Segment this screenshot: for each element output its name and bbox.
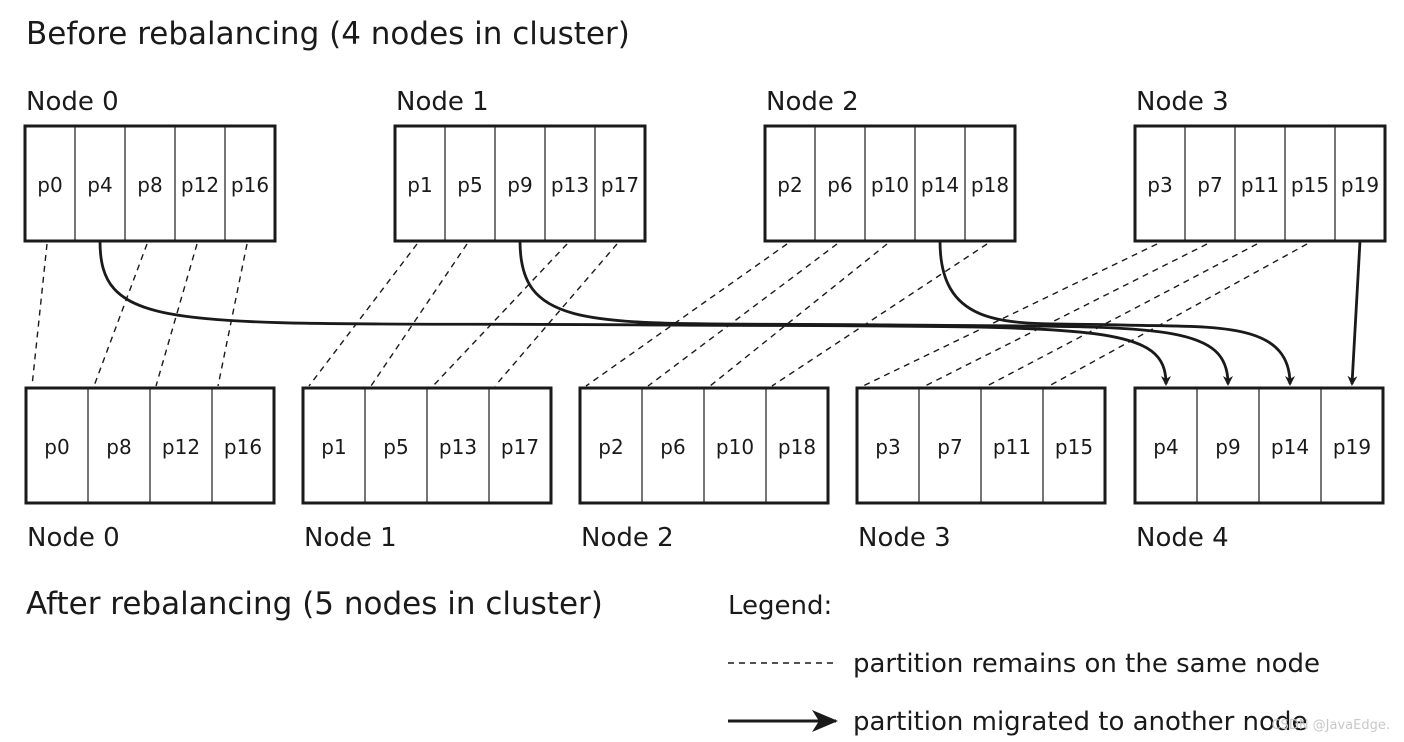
partition-cell: p19 <box>1333 435 1371 459</box>
before-node-2: Node 2 p2 p6 p10 p14 p18 <box>763 87 1017 243</box>
after-title: After rebalancing (5 nodes in cluster) <box>26 586 603 622</box>
partition-cell: p4 <box>87 173 112 197</box>
partition-cell: p7 <box>937 435 962 459</box>
partition-cell: p1 <box>407 173 432 197</box>
legend-migrated-text: partition migrated to another node <box>853 707 1307 737</box>
partition-cell: p13 <box>439 435 477 459</box>
node-box <box>1133 124 1387 243</box>
link-migrated <box>1347 240 1362 386</box>
partition-cell: p6 <box>827 173 852 197</box>
link-migrated <box>518 240 1233 386</box>
partition-cell: p9 <box>1215 435 1240 459</box>
partition-cell: p13 <box>551 173 589 197</box>
partition-cell: p8 <box>137 173 162 197</box>
partition-cell: p7 <box>1197 173 1222 197</box>
before-node-label: Node 1 <box>396 87 489 117</box>
link-migrated <box>938 240 1295 386</box>
partition-cell: p11 <box>1241 173 1279 197</box>
link-remains <box>771 243 988 387</box>
partition-cell: p1 <box>321 435 346 459</box>
partition-cell: p15 <box>1291 173 1329 197</box>
partition-cell: p0 <box>37 173 62 197</box>
partition-cell: p4 <box>1153 435 1178 459</box>
partition-cell: p16 <box>224 435 262 459</box>
link-remains <box>986 243 1258 387</box>
before-title: Before rebalancing (4 nodes in cluster) <box>26 16 630 52</box>
partition-cell: p11 <box>993 435 1031 459</box>
link-remains <box>709 243 888 387</box>
partition-cell: p5 <box>457 173 482 197</box>
partition-links <box>31 240 1362 387</box>
after-node-label: Node 0 <box>27 523 120 553</box>
partition-cell: p2 <box>777 173 802 197</box>
link-migrated <box>98 240 1171 386</box>
partition-cell: p3 <box>875 435 900 459</box>
before-node-label: Node 0 <box>26 87 119 117</box>
watermark: CSDN @JavaEdge. <box>1271 718 1390 733</box>
before-node-label: Node 3 <box>1136 87 1229 117</box>
link-remains <box>924 243 1208 387</box>
node-box <box>23 124 277 243</box>
partition-cell: p18 <box>778 435 816 459</box>
partition-cell: p0 <box>44 435 69 459</box>
node-box <box>763 124 1017 243</box>
legend: Legend: partition remains on the same no… <box>728 591 1320 737</box>
before-node-1: Node 1 p1 p5 p9 p13 p17 <box>393 87 647 243</box>
partition-cell: p14 <box>921 173 959 197</box>
partition-cell: p9 <box>507 173 532 197</box>
partition-cell: p10 <box>871 173 909 197</box>
partition-cell: p19 <box>1341 173 1379 197</box>
partition-cell: p12 <box>162 435 200 459</box>
partition-cell: p5 <box>383 435 408 459</box>
partition-cell: p10 <box>716 435 754 459</box>
partition-cell: p14 <box>1271 435 1309 459</box>
link-remains <box>1048 243 1308 387</box>
link-remains <box>494 243 618 387</box>
after-node-label: Node 1 <box>304 523 397 553</box>
after-node-label: Node 4 <box>1136 523 1229 553</box>
partition-cell: p2 <box>598 435 623 459</box>
legend-title: Legend: <box>728 591 832 621</box>
partition-cell: p8 <box>106 435 131 459</box>
link-remains <box>93 243 148 387</box>
partition-cell: p15 <box>1055 435 1093 459</box>
partition-cell: p16 <box>231 173 269 197</box>
partition-cell: p6 <box>660 435 685 459</box>
partition-cell: p18 <box>971 173 1009 197</box>
link-remains <box>647 243 838 387</box>
after-node-label: Node 3 <box>858 523 951 553</box>
link-remains <box>31 243 48 387</box>
after-node-label: Node 2 <box>581 523 674 553</box>
link-remains <box>308 243 418 387</box>
legend-remains-text: partition remains on the same node <box>853 649 1320 679</box>
link-remains <box>585 243 788 387</box>
link-remains <box>155 243 198 387</box>
link-remains <box>217 243 248 387</box>
link-remains <box>862 243 1158 387</box>
before-node-3: Node 3 p3 p7 p11 p15 p19 <box>1133 87 1387 243</box>
before-node-label: Node 2 <box>766 87 859 117</box>
partition-cell: p12 <box>181 173 219 197</box>
partition-cell: p17 <box>501 435 539 459</box>
partition-cell: p17 <box>601 173 639 197</box>
partition-cell: p3 <box>1147 173 1172 197</box>
before-node-0: Node 0 p0 p4 p8 p12 p16 <box>23 87 277 243</box>
